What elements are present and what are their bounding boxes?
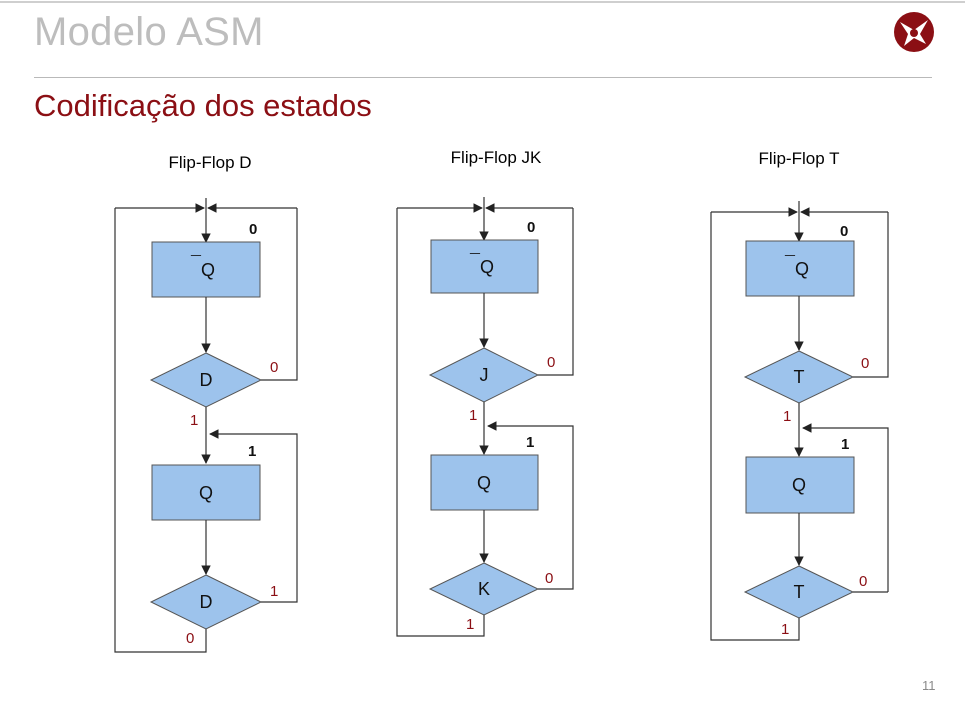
condition-1-label: T	[794, 367, 805, 387]
condition-1-true-label: 1	[783, 408, 791, 425]
diagram-title: Flip-Flop D	[168, 153, 251, 172]
condition-1-label: D	[200, 370, 213, 390]
state-q-bar-overline: ¯	[469, 251, 481, 271]
cond1-false-loop	[538, 208, 574, 376]
state-box-q-bar	[745, 240, 855, 297]
state-code-bottom: 1	[841, 436, 849, 453]
condition-2-label: T	[794, 582, 805, 602]
page-number: 11	[922, 678, 936, 693]
condition-1-false-label: 0	[861, 355, 869, 372]
state-code-bottom: 1	[248, 443, 256, 460]
state-q-bar-overline: ¯	[784, 253, 796, 273]
condition-1-false-label: 0	[270, 359, 278, 376]
state-q-bar-overline: ¯	[190, 253, 202, 273]
condition-1-true-label: 1	[190, 412, 198, 429]
state-box-q-bar	[151, 241, 261, 298]
diagram-title: Flip-Flop T	[759, 149, 840, 168]
cond2-true-loop	[209, 429, 298, 598]
condition-1-true-label: 1	[469, 407, 477, 424]
diagram-flip-flop-t: Flip-Flop T ¯ Q 0 T 0 1 Q 1 T 0 1	[710, 149, 889, 641]
diagram-flip-flop-jk: Flip-Flop JK ¯ Q 0 J 0 1 Q 1 K 0 1	[396, 148, 574, 637]
cond2-right-stub	[261, 598, 298, 603]
state-q-label: Q	[792, 475, 806, 495]
diagram-flip-flop-d: Flip-Flop D ¯ Q 0 D 0 1 Q 1 D 1 0	[114, 153, 298, 653]
state-q-bar-label: Q	[795, 259, 809, 279]
top-border-line	[0, 1, 965, 3]
state-code-top: 0	[527, 219, 535, 236]
cond2-bottom-loop	[710, 212, 800, 641]
university-logo-icon	[894, 12, 934, 52]
condition-1-label: J	[480, 365, 489, 385]
diagram-title: Flip-Flop JK	[451, 148, 542, 167]
condition-2-bottom-label: 1	[466, 616, 474, 633]
state-box-q	[745, 456, 855, 514]
cond2-false-loop	[487, 421, 574, 588]
condition-2-bottom-label: 1	[781, 621, 789, 638]
condition-2-right-label: 0	[545, 570, 553, 587]
title-divider	[34, 77, 932, 78]
slide-subtitle: Codificação dos estados	[34, 88, 372, 123]
state-code-top: 0	[840, 223, 848, 240]
cond1-false-loop	[261, 208, 298, 381]
condition-2-label: D	[200, 592, 213, 612]
state-q-bar-label: Q	[480, 257, 494, 277]
condition-2-label: K	[478, 579, 490, 599]
condition-1-false-label: 0	[547, 354, 555, 371]
cond1-false-loop	[853, 212, 889, 378]
state-box-q-bar	[430, 239, 539, 294]
cond2-bottom-loop	[114, 208, 207, 653]
condition-2-bottom-label: 0	[186, 630, 194, 647]
state-code-bottom: 1	[526, 434, 534, 451]
condition-2-right-label: 0	[859, 573, 867, 590]
state-q-label: Q	[199, 483, 213, 503]
slide-title: Modelo ASM	[34, 10, 264, 54]
state-q-label: Q	[477, 473, 491, 493]
cond2-right-stub	[538, 588, 574, 590]
cond2-bottom-loop	[396, 208, 485, 637]
condition-2-right-label: 1	[270, 583, 278, 600]
state-box-q	[430, 454, 539, 511]
state-code-top: 0	[249, 221, 257, 238]
state-q-bar-label: Q	[201, 260, 215, 280]
cond2-false-loop	[802, 423, 889, 592]
